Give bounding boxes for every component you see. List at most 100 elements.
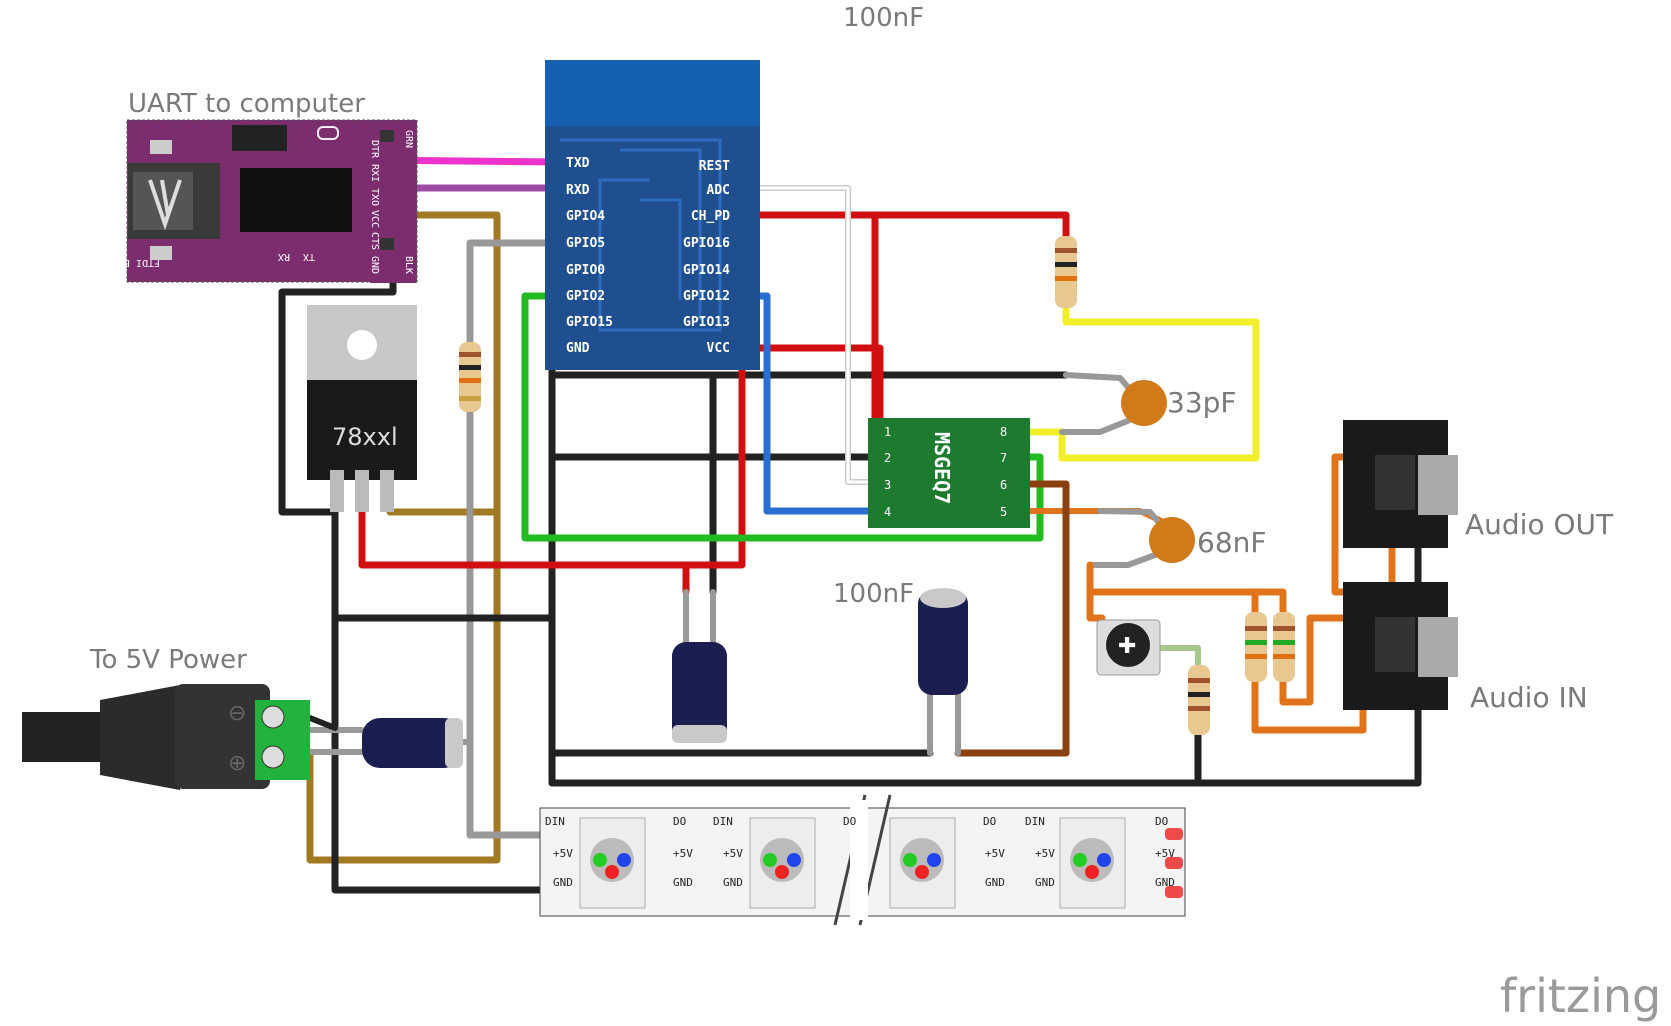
- wire-blue-gpio12: [736, 292, 879, 515]
- strip-din-label-2: DIN: [713, 815, 733, 828]
- strip-gnd-label-3: GND: [723, 876, 743, 889]
- ftdi-pin-blk: BLK: [403, 256, 414, 274]
- msgeq7-pin-7: 7: [1000, 451, 1007, 465]
- esp-pin-adc: ADC: [707, 183, 730, 198]
- msgeq7-pin-6: 6: [1000, 478, 1007, 492]
- esp-pin-gnd: GND: [566, 341, 590, 356]
- resistor-5: [1273, 612, 1295, 682]
- label-power: To 5V Power: [89, 645, 247, 675]
- wire-white-adc: [737, 185, 878, 485]
- ftdi-pin-dtr: DTR: [369, 140, 380, 159]
- strip-pads-end: [1165, 828, 1183, 898]
- strip-do-label-3: DO: [983, 815, 996, 828]
- strip-din-label-3: DIN: [1025, 815, 1045, 828]
- ftdi-board: GRN DTR RXI TXO VCC CTS GND BLK FTDI Bas…: [100, 119, 418, 283]
- esp-pin-vcc: VCC: [707, 341, 730, 356]
- regulator-78xx: 78xxl: [307, 305, 417, 512]
- audio-jack-in: [1343, 582, 1458, 710]
- msgeq7-chip: 1 2 3 4 8 7 6 5 MSGEQ7: [868, 418, 1030, 528]
- led-pixel-4: [1059, 817, 1126, 909]
- esp-pin-gpio13: GPIO13: [683, 315, 730, 330]
- label-audio-out: Audio OUT: [1465, 508, 1614, 541]
- strip-gnd-label-5: GND: [1035, 876, 1055, 889]
- strip-din-label: DIN: [545, 815, 565, 828]
- resistor-gpio5: [459, 342, 481, 412]
- esp-left-pins: TXD RXD GPIO4 GPIO5 GPIO0 GPIO2 GPIO15 G…: [566, 156, 613, 356]
- esp-pin-gpio14: GPIO14: [683, 263, 730, 278]
- jack-minus-icon: ⊖: [228, 701, 246, 726]
- ftdi-pin-vcc: VCC: [369, 210, 380, 228]
- esp-pin-gpio4: GPIO4: [566, 209, 605, 224]
- wire-black-ftdi-gnd: [278, 268, 559, 894]
- msgeq7-pin-4: 4: [884, 505, 891, 519]
- wire-gray-gpio5: [466, 239, 564, 839]
- wire-yellow: [1058, 304, 1260, 462]
- msgeq7-left-pins: 1 2 3 4: [884, 425, 891, 519]
- fritzing-logo: fritzing: [1500, 969, 1661, 1023]
- led-pixel-3: [889, 817, 956, 909]
- ftdi-pin-labels: GRN DTR RXI TXO VCC CTS GND BLK FTDI Bas…: [100, 130, 414, 274]
- msgeq7-label: MSGEQ7: [930, 432, 954, 504]
- strip-gnd-label: GND: [553, 876, 573, 889]
- esp-pin-gpio15: GPIO15: [566, 315, 613, 330]
- ftdi-pin-txo: TXO: [369, 188, 380, 206]
- ftdi-pin-cts: CTS: [369, 232, 380, 250]
- strip-5v-label-5: +5V: [1035, 847, 1055, 860]
- strip-gnd-label-6: GND: [1155, 876, 1175, 889]
- esp-pin-txd: TXD: [566, 156, 590, 171]
- label-cap-68nf: 68nF: [1197, 526, 1266, 559]
- msgeq7-pin-2: 2: [884, 451, 891, 465]
- resistor-3: [1188, 665, 1210, 735]
- esp-pin-gpio0: GPIO0: [566, 263, 605, 278]
- wire-black-pwr: [307, 715, 338, 731]
- wire-gold-ftdi-vcc: [306, 211, 501, 864]
- wire-orange-res-low2: [1279, 614, 1367, 706]
- esp-pin-rxd: RXD: [566, 183, 590, 198]
- label-uart: UART to computer: [128, 89, 365, 119]
- wire-white-adc3: [846, 186, 877, 484]
- ftdi-title: FTDI Basic: [100, 257, 160, 268]
- ftdi-pin-gnd: GND: [369, 256, 380, 274]
- strip-gnd-label-4: GND: [985, 876, 1005, 889]
- msgeq7-right-pins: 8 7 6 5: [1000, 425, 1007, 519]
- led-pixel-2: [749, 817, 816, 909]
- wire-brown-msg6: [954, 480, 1070, 757]
- wire-red-chpd: [736, 211, 1070, 242]
- capacitor-33pf: [1121, 380, 1167, 426]
- wires: [278, 156, 1422, 894]
- wire-green-gpio2: [521, 292, 1044, 542]
- wire-orange-pot: [1086, 588, 1106, 622]
- ftdi-tx: TX: [303, 251, 315, 262]
- dc-power-jack: ⊖ ⊕: [22, 684, 310, 790]
- annotations: 100nF UART to computer To 5V Power 33pF …: [89, 3, 1661, 1023]
- esp-pin-rest: REST: [699, 159, 730, 174]
- esp-pin-gpio5: GPIO5: [566, 236, 605, 251]
- led-strip: DIN +5V GND DO DIN DO DO DIN DO +5V +5V …: [539, 794, 1186, 926]
- pot-cross-icon: ✚: [1118, 634, 1136, 659]
- strip-do-label-4: DO: [1155, 815, 1168, 828]
- msgeq7-pin-5: 5: [1000, 505, 1007, 519]
- esp-pin-chpd: CH_PD: [691, 209, 730, 224]
- msgeq7-pin-1: 1: [884, 425, 891, 439]
- capacitor-power: [362, 718, 463, 768]
- strip-5v-label-4: +5V: [985, 847, 1005, 860]
- audio-jack-out: [1343, 420, 1458, 548]
- strip-5v-label-6: +5V: [1155, 847, 1175, 860]
- capacitor-68nf: [1149, 517, 1195, 563]
- regulator-label: 78xxl: [332, 423, 398, 451]
- jack-plus-icon: ⊕: [228, 751, 246, 776]
- strip-5v-label-2: +5V: [673, 847, 693, 860]
- ftdi-pin-grn: GRN: [403, 130, 414, 148]
- wire-orange-68nf-pot: [1086, 561, 1287, 619]
- resistor-chpd: [1055, 236, 1077, 308]
- label-cap-33pf: 33pF: [1167, 386, 1237, 419]
- msgeq7-pin-3: 3: [884, 478, 891, 492]
- esp-pin-gpio12: GPIO12: [683, 289, 730, 304]
- ftdi-rx: RX: [278, 251, 290, 262]
- wire-green-pot: [1157, 645, 1201, 671]
- esp-pin-gpio16: GPIO16: [683, 236, 730, 251]
- strip-5v-label: +5V: [553, 847, 573, 860]
- strip-5v-label-3: +5V: [723, 847, 743, 860]
- capacitor-1: [672, 642, 727, 743]
